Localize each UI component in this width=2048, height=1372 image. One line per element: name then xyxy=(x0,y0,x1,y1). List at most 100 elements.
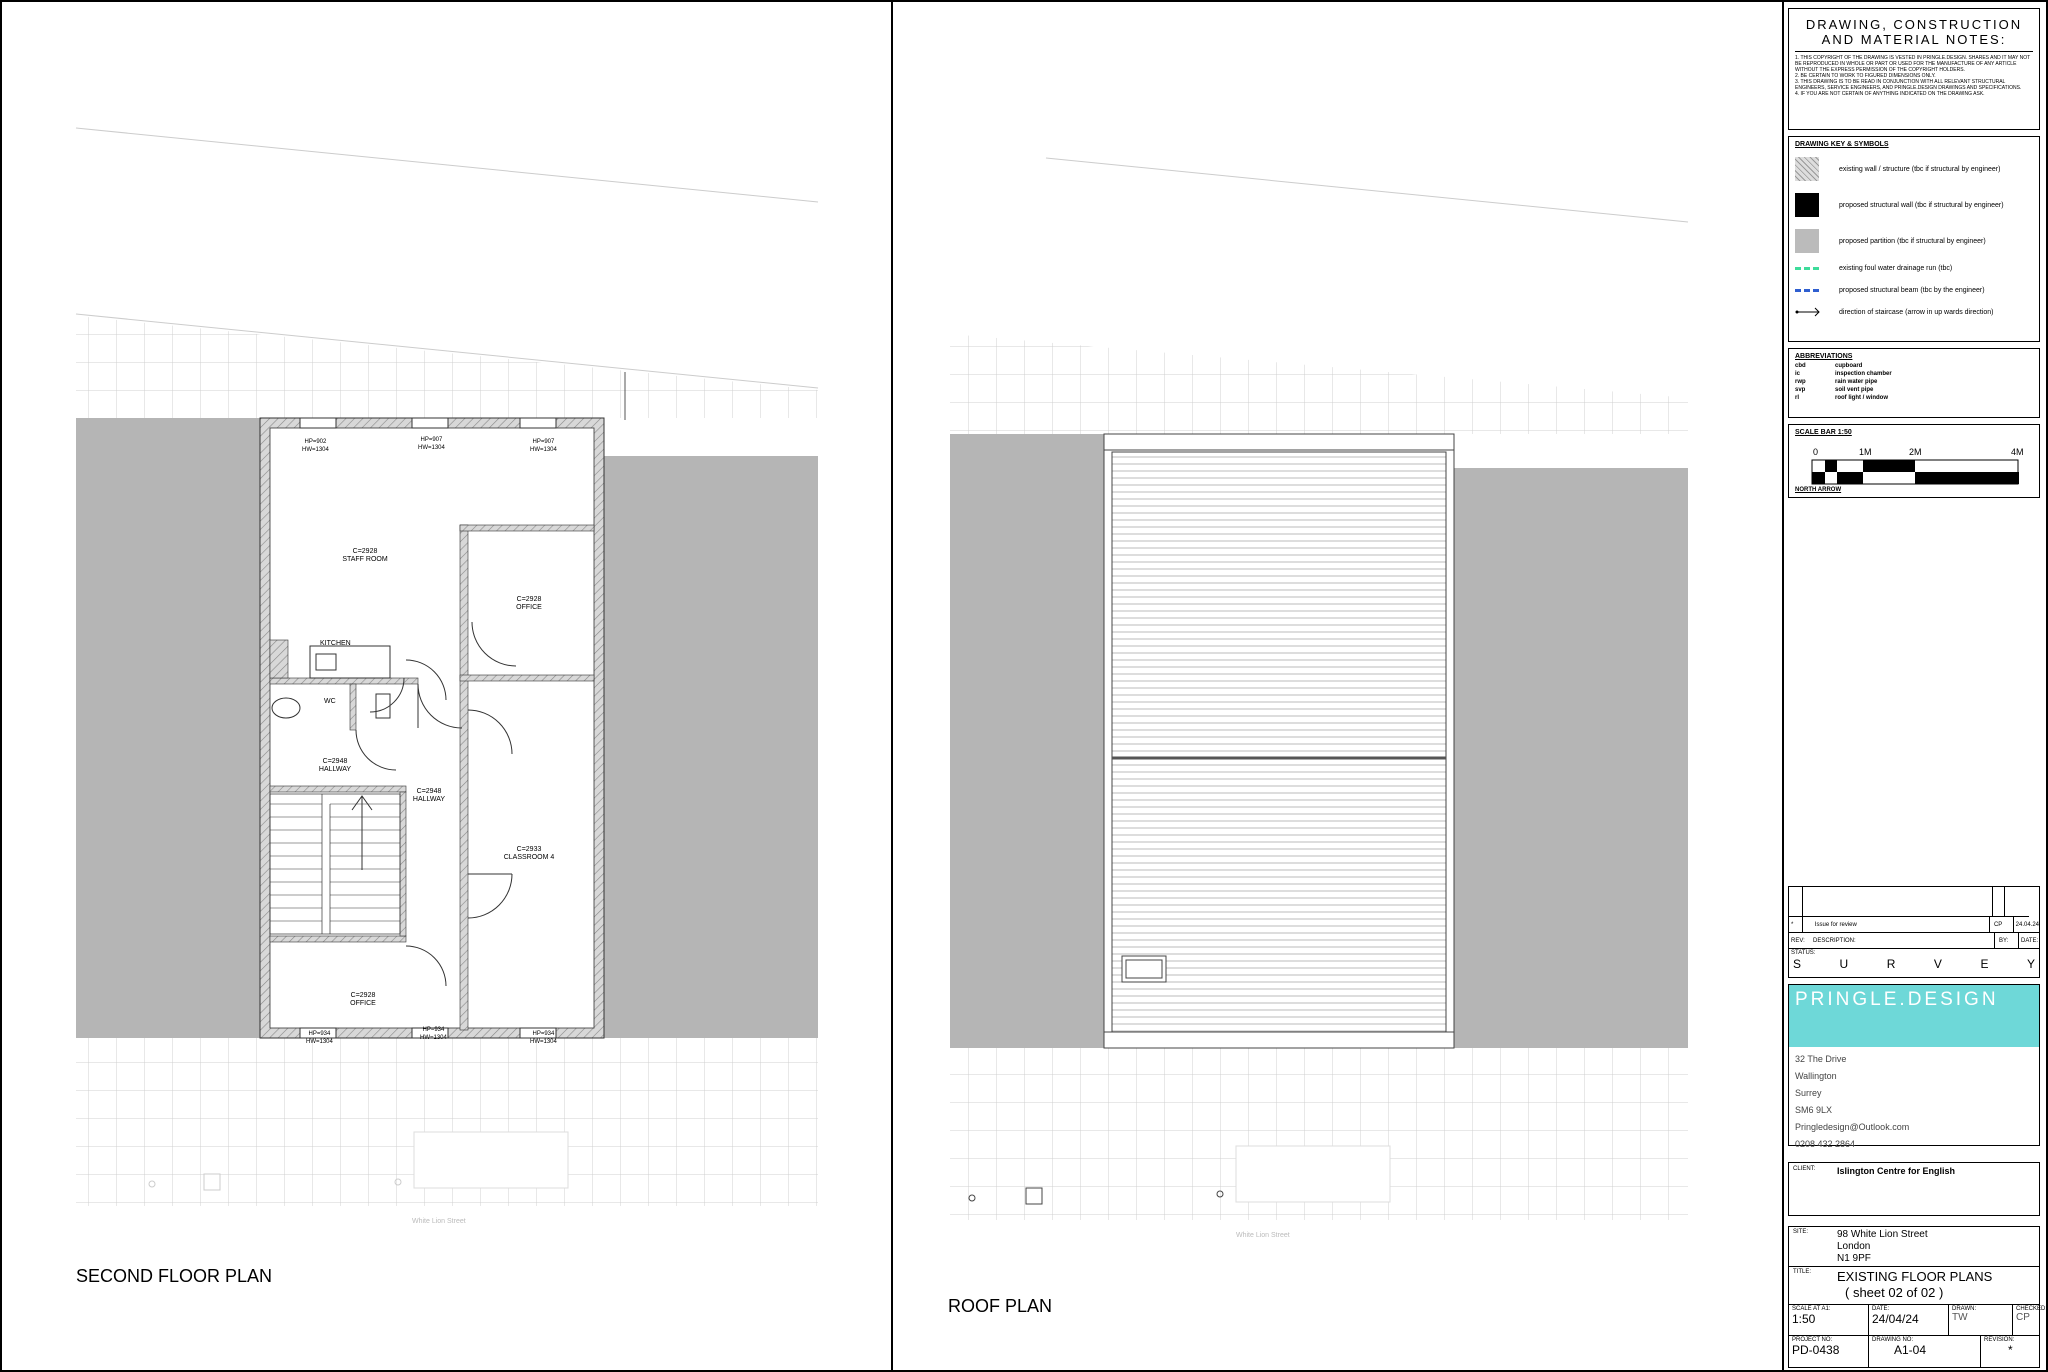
abbr: rl xyxy=(1795,395,1800,401)
desc-header: DESCRIPTION: xyxy=(1813,933,1995,948)
room-hallway-1: C=2948 HALLWAY xyxy=(290,758,380,774)
street-label-left: White Lion Street xyxy=(412,1218,466,1225)
status-letter: S xyxy=(1793,957,1802,971)
room-classroom-4: C=2933 CLASSROOM 4 xyxy=(484,846,574,862)
room-code: C=2928 xyxy=(350,992,376,999)
scale-label: SCALE AT A1: xyxy=(1792,1306,1831,1312)
key-label: direction of staircase (arrow in up ward… xyxy=(1839,308,1994,316)
abbreviations-heading: ABBREVIATIONS xyxy=(1795,353,1853,360)
street-label-middle: White Lion Street xyxy=(1236,1232,1290,1239)
title-row: TITLE: EXISTING FLOOR PLANS ( sheet 02 o… xyxy=(1789,1267,2039,1305)
key-heading: DRAWING KEY & SYMBOLS xyxy=(1795,141,1889,148)
room-kitchen: KITCHEN xyxy=(320,640,351,647)
drawn-label: DRAWN: xyxy=(1952,1306,1977,1312)
scale-tick-1m: 1M xyxy=(1859,447,1872,457)
by-header: BY: xyxy=(1995,933,2019,948)
scale-value: 1:50 xyxy=(1792,1312,1816,1326)
scale-bar-heading: SCALE BAR 1:50 xyxy=(1795,429,1852,436)
green-dash-icon xyxy=(1795,266,1819,270)
note-item: 3. THIS DRAWING IS TO BE READ IN CONJUNC… xyxy=(1795,79,2022,91)
status-letter: V xyxy=(1933,957,1942,971)
abbr: ic xyxy=(1795,371,1801,377)
client-value: Islington Centre for English xyxy=(1837,1166,1956,1176)
status-letter: E xyxy=(1980,957,1989,971)
checked-value: CP xyxy=(2016,1312,2030,1323)
scale-tick-2m: 2M xyxy=(1909,447,1922,457)
revision-by: CP xyxy=(1990,917,2014,932)
key-label: existing wall / structure (tbc if struct… xyxy=(1839,165,2001,173)
room-name: HALLWAY xyxy=(412,796,446,803)
scale-tick-0: 0 xyxy=(1813,447,1819,457)
address-email: Pringledesign@Outlook.com xyxy=(1795,1122,1910,1132)
window-hp: HP=934 xyxy=(532,1031,555,1037)
key-item-structural-wall: proposed structural wall (tbc if structu… xyxy=(1795,192,2033,218)
status-value: S U R V E Y xyxy=(1789,957,2039,971)
window-hp: HP=934 xyxy=(422,1027,445,1033)
scale-bar-graphic xyxy=(1811,459,2019,485)
second-floor-plan-drawing xyxy=(75,127,819,1206)
room-name: OFFICE xyxy=(350,1000,376,1007)
abbr-meaning: inspection chamber xyxy=(1835,371,1892,377)
drawing-no-value: A1-04 xyxy=(1894,1343,1927,1357)
company-box: PRINGLE.DESIGN 32 The Drive Wallington S… xyxy=(1788,984,2040,1149)
project-value: PD-0438 xyxy=(1792,1343,1840,1357)
note-item: 1. THIS COPYRIGHT OF THE DRAWING IS VEST… xyxy=(1795,55,2031,73)
revision-rev: * xyxy=(1789,917,1803,932)
notes-heading: DRAWING, CONSTRUCTION AND MATERIAL NOTES… xyxy=(1805,17,2023,47)
client-label: CLIENT: xyxy=(1793,1166,1816,1172)
abbr: cbd xyxy=(1795,363,1806,369)
window-hp: HP=907 xyxy=(420,437,443,443)
note-item: 2. BE CERTAIN TO WORK TO FIGURED DIMENSI… xyxy=(1795,73,1936,79)
abbr: rwp xyxy=(1795,379,1806,385)
second-floor-plan-title: SECOND FLOOR PLAN xyxy=(76,1266,273,1286)
room-office-1: C=2928 OFFICE xyxy=(484,596,574,612)
scale-bar-box: SCALE BAR 1:50 0 1M 2M 4M NORTH ARROW xyxy=(1788,424,2040,498)
checked-label: CHECKED: xyxy=(2016,1306,2048,1312)
key-item-beam: proposed structural beam (tbc by the eng… xyxy=(1795,282,2033,298)
room-code: C=2933 xyxy=(516,846,542,853)
key-label: proposed structural beam (tbc by the eng… xyxy=(1839,286,1985,294)
roof-plan-title: ROOF PLAN xyxy=(948,1296,1053,1316)
company-address: 32 The Drive Wallington Surrey SM6 9LX P… xyxy=(1789,1047,2039,1157)
title-label: TITLE: xyxy=(1793,1269,1812,1275)
key-item-staircase: direction of staircase (arrow in up ward… xyxy=(1795,304,2033,320)
drawn-value: TW xyxy=(1952,1312,1968,1323)
company-banner: PRINGLE.DESIGN xyxy=(1789,985,2039,1047)
room-wc: WC xyxy=(324,698,336,705)
notes-box: DRAWING, CONSTRUCTION AND MATERIAL NOTES… xyxy=(1788,8,2040,130)
room-code: C=2928 xyxy=(516,596,542,603)
grey-swatch-icon xyxy=(1795,229,1819,253)
key-label: proposed structural wall (tbc if structu… xyxy=(1839,201,2004,209)
revision-label: REVISION: xyxy=(1984,1337,2015,1343)
revisions-box: * Issue for review CP 24.04.24 REV: DESC… xyxy=(1788,886,2040,978)
rev-header: REV: xyxy=(1791,937,1805,944)
room-name: CLASSROOM 4 xyxy=(503,854,555,861)
room-name: OFFICE xyxy=(516,604,542,611)
site-label: SITE: xyxy=(1793,1229,1809,1235)
revision-desc: Issue for review xyxy=(1803,917,1990,932)
revision-row: * Issue for review CP 24.04.24 xyxy=(1789,917,2039,933)
status-letter: R xyxy=(1886,957,1896,971)
abbr: svp xyxy=(1795,387,1806,393)
status-label: STATUS: xyxy=(1791,950,1816,956)
revision-date: 24.04.24 xyxy=(2015,921,2039,928)
black-swatch-icon xyxy=(1795,193,1819,217)
window-hw: HW=1304 xyxy=(418,445,445,451)
room-name: HALLWAY xyxy=(318,766,352,773)
key-item-partition: proposed partition (tbc if structural by… xyxy=(1795,228,2033,254)
window-hp: HP=907 xyxy=(532,439,555,445)
key-item-drainage: existing foul water drainage run (tbc) xyxy=(1795,260,2033,276)
address-phone: 0208 432 2864 xyxy=(1795,1139,1856,1149)
company-logo: PRINGLE.DESIGN xyxy=(1795,989,1999,1010)
